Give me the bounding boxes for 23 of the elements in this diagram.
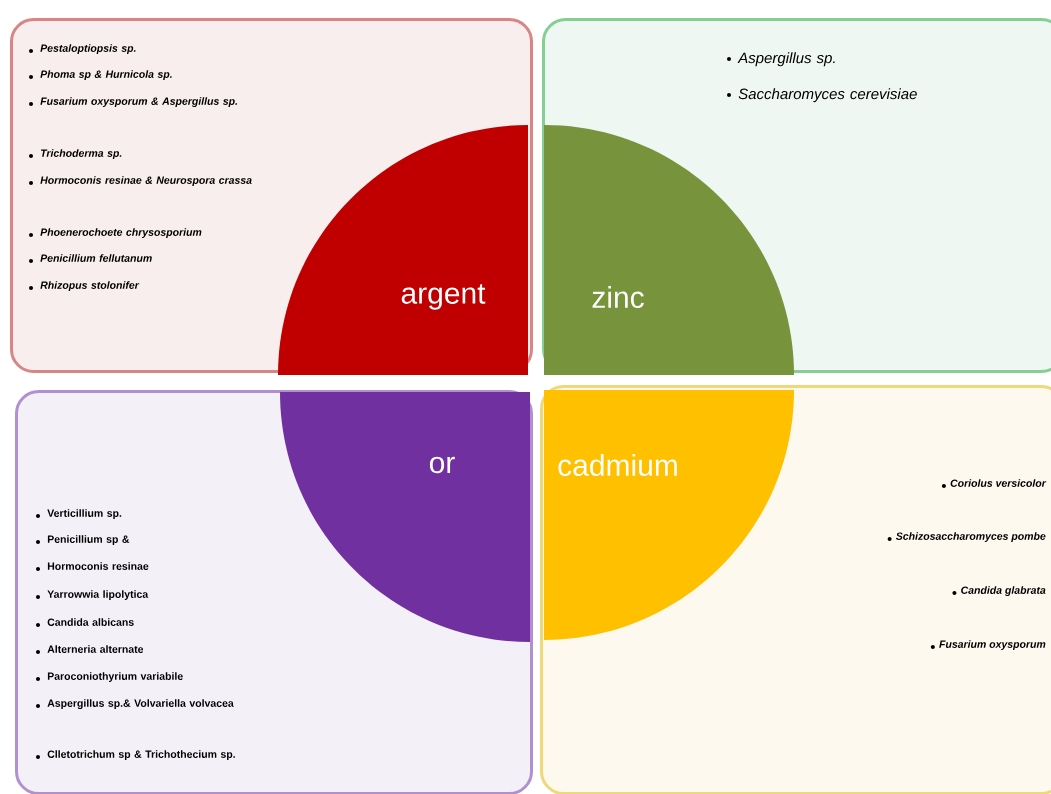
list-item: Candida albicans: [47, 618, 134, 626]
list-item: Clletotrichum sp & Trichothecium sp.: [47, 750, 235, 760]
list-item: Schizosaccharomyces pombe: [895, 532, 1046, 542]
list-item: Phoenerochoete chrysosporium: [40, 228, 202, 238]
list-item: Pestaloptiopsis sp.: [40, 44, 136, 54]
list-item: Yarrowwia lipolytica: [47, 590, 149, 600]
list-item: Trichoderma sp.: [40, 149, 122, 159]
list-item: Phoma sp & Hurnicola sp.: [40, 70, 172, 80]
list-item: Rhizopus stolonifer: [40, 281, 140, 291]
list-item: Penicillium fellutanum: [40, 254, 152, 262]
list-item: Aspergillus sp.: [737, 52, 835, 67]
list-item: Fusarium oxysporum: [939, 640, 1046, 650]
list-item: Coriolus versicolor: [950, 479, 1047, 487]
list-item: Candida glabrata: [961, 586, 1046, 596]
list-item: Verticillium sp.: [47, 509, 122, 519]
list-item: Paroconiothyrium variabile: [47, 672, 183, 682]
list-item: Penicillium sp &: [47, 535, 130, 545]
list-item: Hormoconis resinae & Neurospora crassa: [40, 176, 252, 186]
list-item: Fusarium oxysporum & Aspergillus sp.: [40, 97, 238, 107]
list-item: Aspergillus sp.& Volvariella volvacea: [47, 699, 234, 710]
list-item: Hormoconis resinae: [47, 562, 149, 570]
list-item: Alterneria alternate: [47, 645, 144, 653]
list-item: Saccharomyces cerevisiae: [738, 88, 917, 103]
